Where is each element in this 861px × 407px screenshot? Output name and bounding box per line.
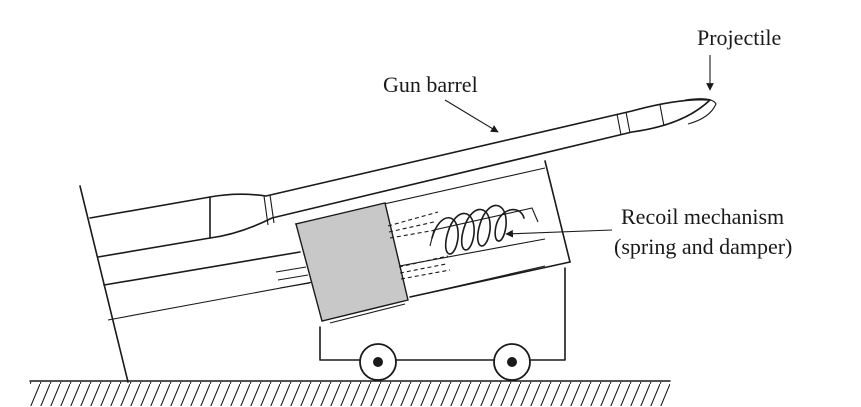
recoil-piston <box>295 202 409 322</box>
rear-support-wall <box>79 185 129 383</box>
label-projectile: Projectile <box>697 25 781 50</box>
gun-barrel <box>89 98 711 321</box>
recoil-spring-coil <box>431 204 525 255</box>
cart <box>319 267 566 361</box>
projectile-tip <box>684 98 717 125</box>
wheel-left <box>359 343 397 381</box>
label-gun-barrel: Gun barrel <box>383 72 478 97</box>
label-recoil-mechanism: Recoil mechanism <box>621 204 784 229</box>
label-spring-and-damper: (spring and damper) <box>614 234 792 259</box>
gun-barrel-arrow <box>444 99 499 133</box>
wheel-right <box>493 343 531 381</box>
damper-dashes <box>387 211 451 280</box>
ground <box>29 380 671 406</box>
recoil-mechanism-arrow <box>505 229 613 238</box>
piston-rods <box>275 266 311 289</box>
